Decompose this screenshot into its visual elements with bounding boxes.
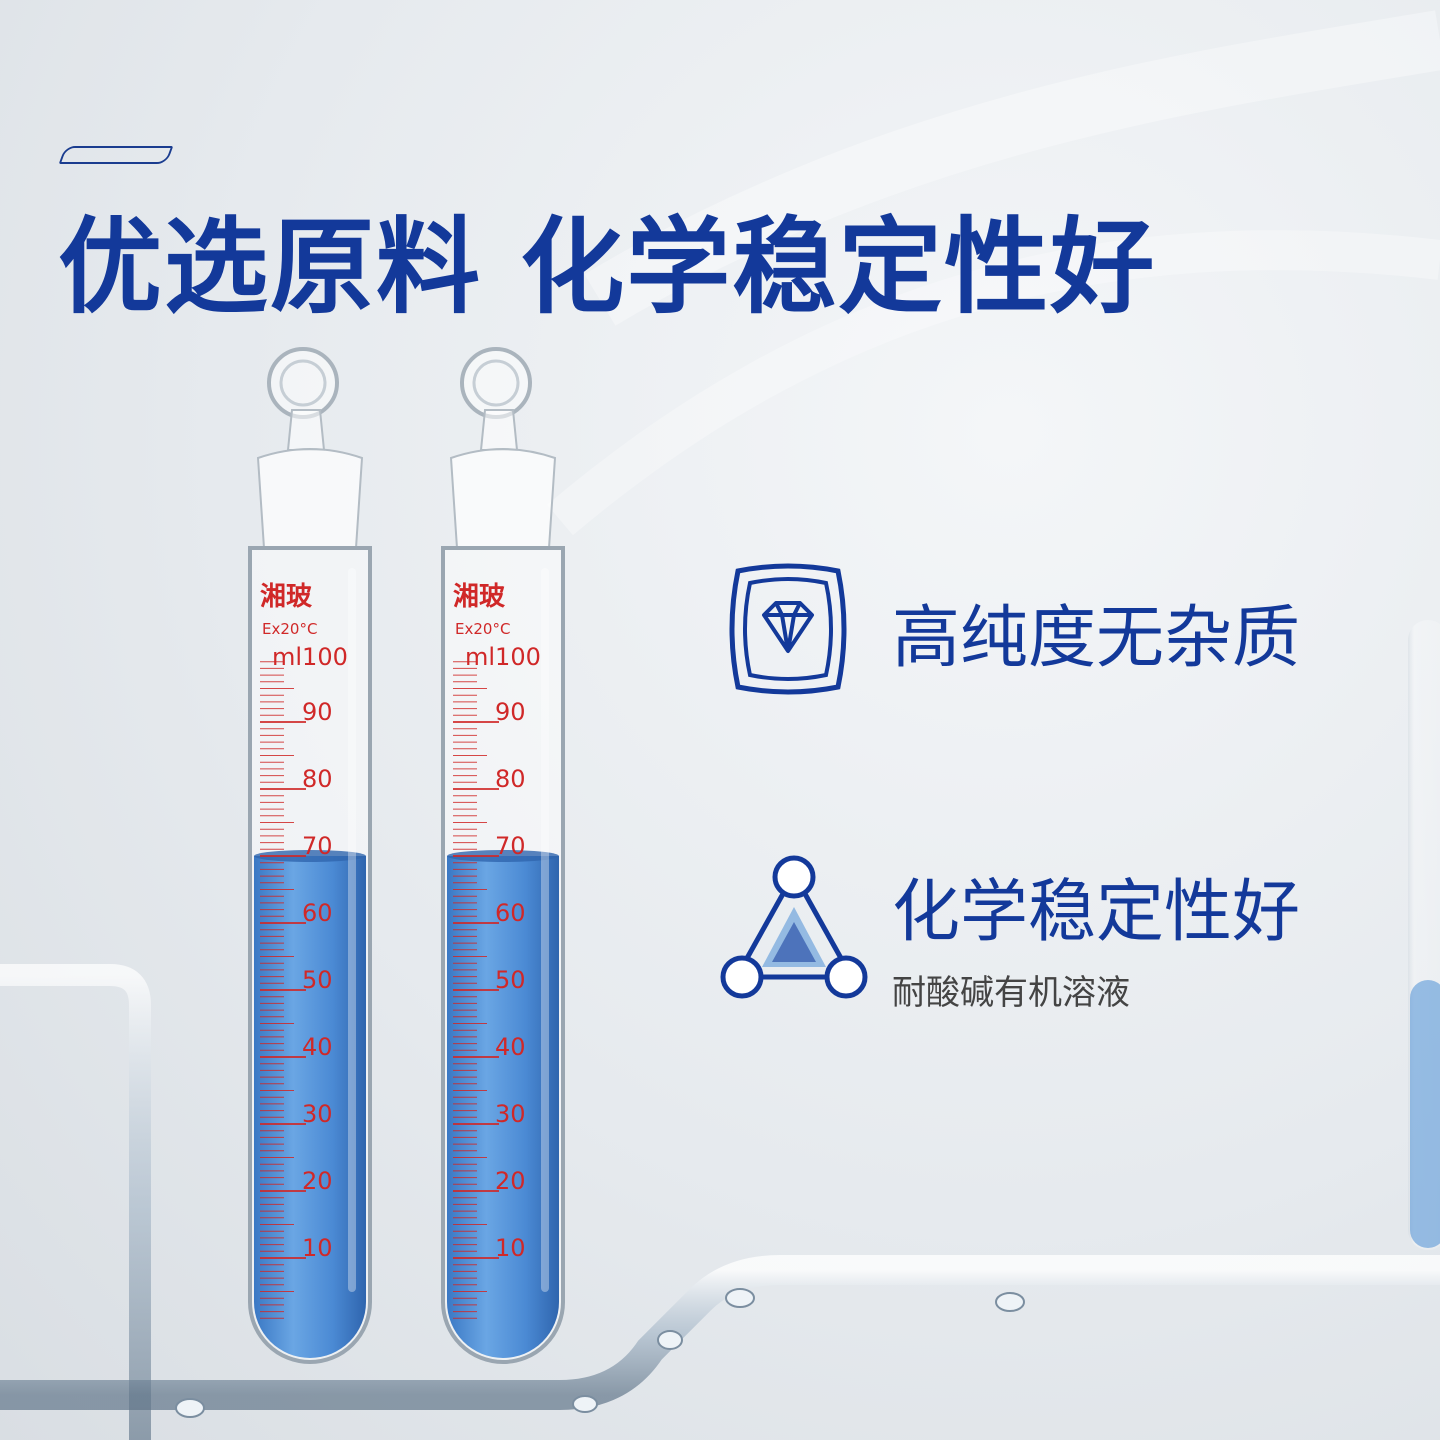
stopper-plug [256,448,364,549]
stopper-plug [449,448,557,549]
water-droplet [572,1395,598,1413]
blurred-tube-liquid [1410,980,1440,1248]
stopper-ring [267,347,339,419]
tube-highlight [348,568,356,1292]
feature-stability-title: 化学稳定性好 [892,873,1301,952]
stopper-neck [286,409,326,451]
tube-spec-label: Ex20°C [262,620,317,638]
graduation-label: 70 [302,832,333,860]
graduation-label: 40 [495,1033,526,1061]
water-droplet [725,1288,755,1308]
stopper-ring-inner [279,359,327,407]
tube-spec-label: Ex20°C [455,620,510,638]
graduation-label: 50 [495,966,526,994]
tube-highlight [541,568,549,1292]
graduation-label: 20 [495,1167,526,1195]
water-droplet [175,1398,205,1418]
water-droplet [657,1330,683,1350]
graduation-label: 90 [495,698,526,726]
glass-pipe-left [0,964,151,1440]
graduation-label: 70 [495,832,526,860]
tube-capacity-label: ml100 [465,643,541,671]
test-tube: 湘玻 Ex20°C ml100 90 80 70 60 50 40 30 20 10 [248,347,372,1364]
graduation-label: 10 [495,1234,526,1262]
tube-liquid [254,856,366,1358]
graduation-label: 60 [302,899,333,927]
water-droplet [995,1292,1025,1312]
page-headline: 优选原料 化学稳定性好 [58,206,1157,328]
graduation-label: 80 [302,765,333,793]
tube-capacity-label: ml100 [272,643,348,671]
graduation-label: 20 [302,1167,333,1195]
stopper-ring [460,347,532,419]
graduation-label: 50 [302,966,333,994]
background-swirl [547,230,1440,536]
tube-brand-label: 湘玻 [260,582,313,612]
graduation-label: 30 [495,1100,526,1128]
graduation-label: 40 [302,1033,333,1061]
glass-pipe-bottom [0,1255,1440,1410]
stopper-ring-inner [472,359,520,407]
diamond-icon [729,563,847,695]
feature-stability: 化学稳定性好 耐酸碱有机溶液 [892,856,1300,1014]
background-swirl [584,10,1440,326]
liquid-meniscus [254,850,366,862]
graduation-label: 60 [495,899,526,927]
molecule-triangle-icon [720,855,868,999]
feature-purity: 高纯度无杂质 [892,582,1300,681]
test-tube: 湘玻 Ex20°C ml100 90 80 70 60 50 40 30 20 10 [441,347,565,1364]
graduation-label: 80 [495,765,526,793]
stopper-neck [479,409,519,451]
graduation-label: 90 [302,698,333,726]
tube-brand-label: 湘玻 [453,582,506,612]
graduation-label: 30 [302,1100,333,1128]
graduation-label: 10 [302,1234,333,1262]
feature-stability-subtitle: 耐酸碱有机溶液 [892,973,1130,1013]
liquid-meniscus [447,850,559,862]
feature-purity-title: 高纯度无杂质 [892,599,1301,678]
tube-liquid [447,856,559,1358]
